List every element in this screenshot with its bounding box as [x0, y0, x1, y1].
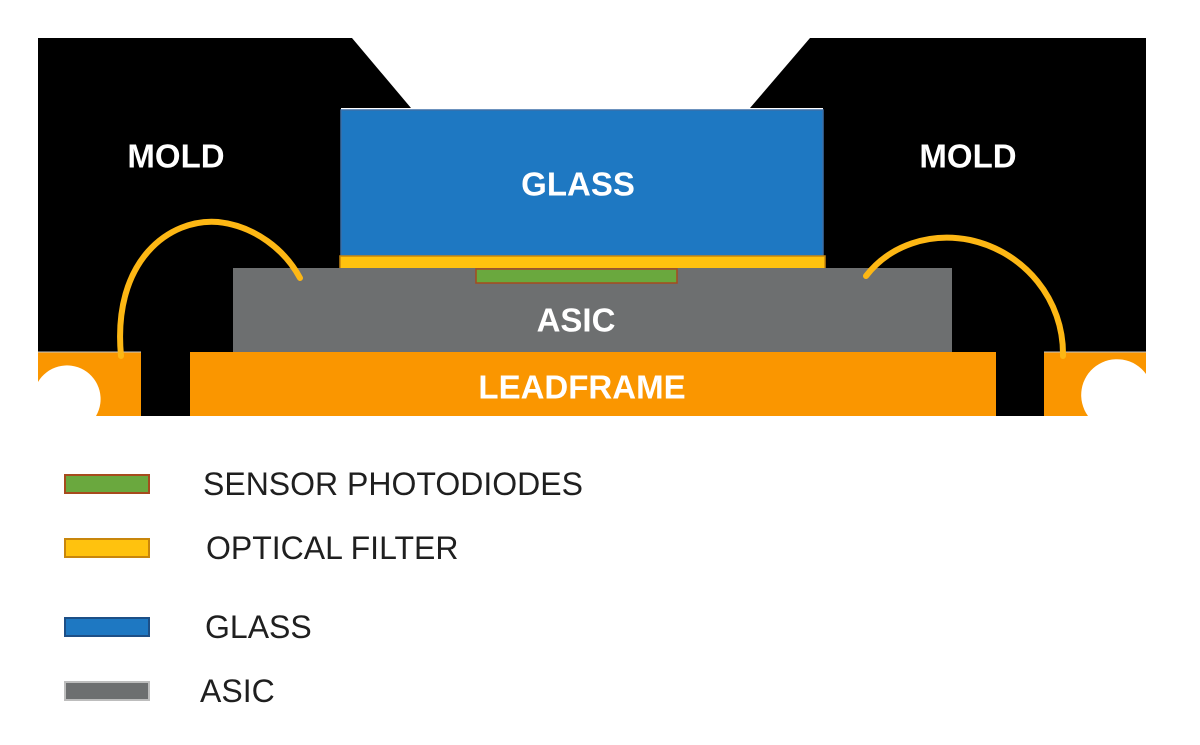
- leadframe-label: LEADFRAME: [478, 369, 685, 406]
- legend-swatch-sensor-photodiodes: [64, 474, 150, 494]
- legend-swatch-optical-filter: [64, 538, 150, 558]
- leadframe-right-pad: [1044, 352, 1146, 416]
- asic-label: ASIC: [537, 302, 616, 339]
- legend-label-glass: GLASS: [205, 609, 312, 645]
- glass-label: GLASS: [521, 166, 635, 203]
- bond-wire-left: [117, 218, 303, 359]
- legend-item-optical-filter: OPTICAL FILTER: [0, 529, 700, 569]
- leadframe-center-shape: [190, 352, 996, 416]
- legend-label-optical-filter: OPTICAL FILTER: [206, 530, 459, 566]
- legend-swatch-asic: [64, 681, 150, 701]
- leadframe-left-pad: [38, 352, 141, 416]
- glass-shape: [340, 109, 824, 259]
- legend-item-sensor-photodiodes: SENSOR PHOTODIODES: [0, 465, 700, 505]
- bond-wire-right: [863, 234, 1067, 359]
- legend-label-asic: ASIC: [200, 673, 275, 709]
- optical-filter-shape: [339, 255, 826, 270]
- legend-item-asic: ASIC: [0, 672, 700, 712]
- sensor-photodiodes-shape: [475, 268, 678, 284]
- legend-item-glass: GLASS: [0, 608, 700, 648]
- mold-gap-right: [996, 340, 1044, 416]
- mold-left-label: MOLD: [127, 138, 224, 175]
- mold-right-label: MOLD: [919, 138, 1016, 175]
- mold-gap-left: [141, 340, 193, 416]
- legend-swatch-glass: [64, 617, 150, 637]
- legend-label-sensor-photodiodes: SENSOR PHOTODIODES: [203, 466, 583, 502]
